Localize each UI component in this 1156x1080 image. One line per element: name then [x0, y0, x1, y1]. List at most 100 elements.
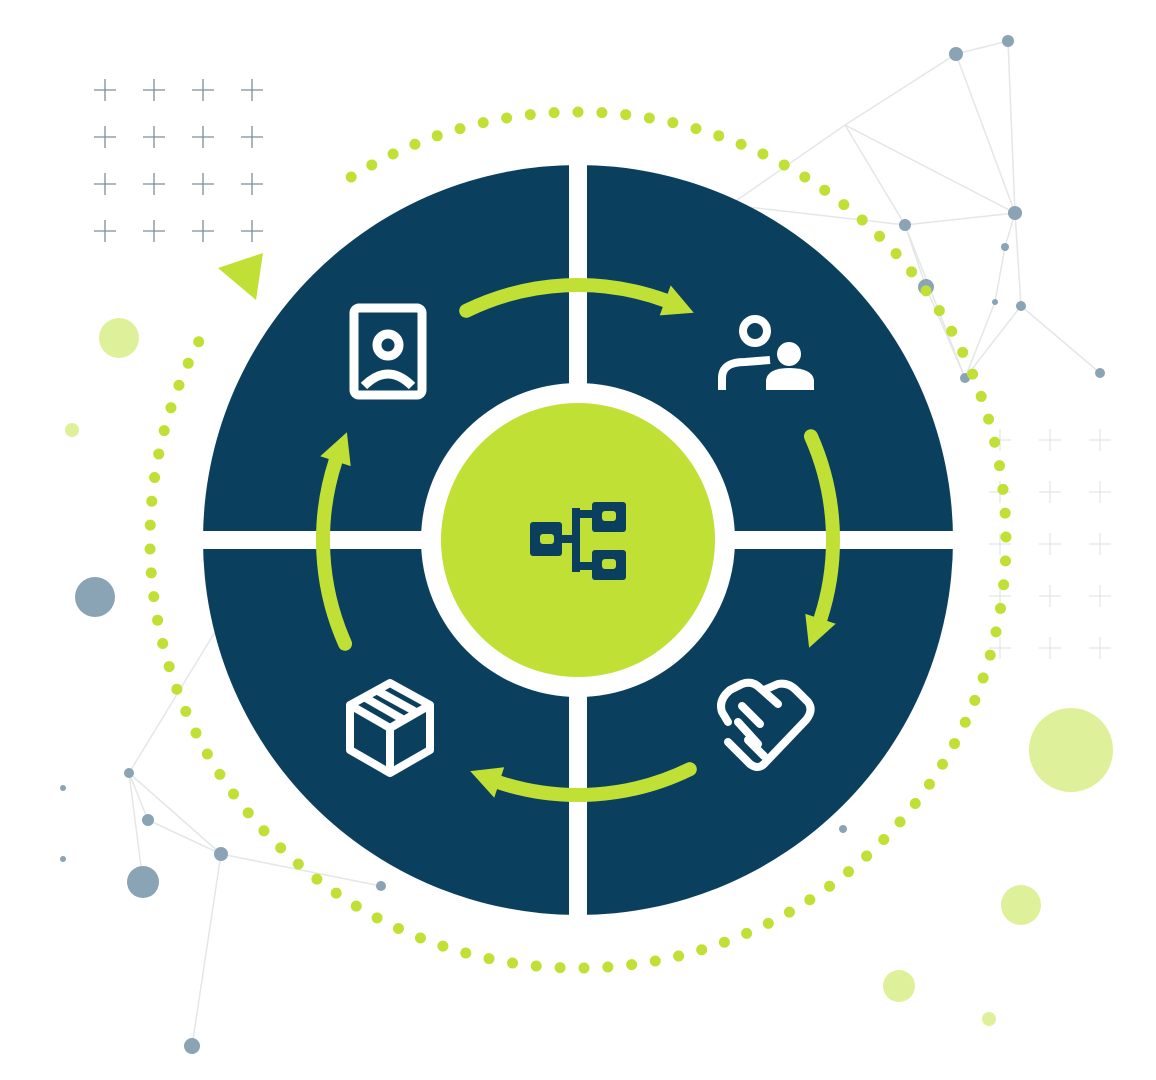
ring-dot — [994, 602, 1006, 614]
ring-dot — [345, 171, 357, 183]
ring-dot — [741, 927, 753, 939]
network-node — [184, 1038, 200, 1054]
ring-dot — [437, 940, 449, 952]
plus-grid-decoration — [94, 79, 1111, 659]
ring-dot — [371, 912, 383, 924]
plus-mark — [143, 173, 165, 195]
ring-dot — [275, 842, 287, 854]
network-edge — [1007, 40, 1016, 214]
ring-dot — [990, 626, 1002, 638]
plus-mark — [1039, 429, 1061, 451]
ring-dot — [454, 123, 466, 135]
network-edge — [191, 853, 222, 1047]
cycle-arrowhead — [470, 767, 505, 798]
ring-dot — [667, 117, 679, 129]
ring-dot — [157, 638, 169, 650]
ring-dot — [414, 932, 426, 944]
handshake-icon — [717, 678, 815, 771]
ring-dot — [144, 519, 156, 531]
hierarchy-org-chart-icon — [530, 502, 626, 580]
network-node — [1002, 35, 1014, 47]
plus-mark — [143, 126, 165, 148]
plus-mark — [192, 126, 214, 148]
ring-dot — [1000, 531, 1012, 543]
ring-dot — [998, 579, 1010, 591]
network-node — [899, 219, 911, 231]
plus-mark — [1089, 585, 1111, 607]
dotted-outer-ring — [144, 106, 1012, 974]
plus-mark — [1039, 637, 1061, 659]
ring-dot — [933, 305, 945, 317]
cycle-arrowhead — [659, 285, 694, 316]
plus-mark — [241, 126, 263, 148]
network-edge — [904, 212, 1016, 226]
network-edge — [220, 853, 382, 887]
network-edge — [844, 53, 957, 126]
cycle-arrowhead — [805, 613, 836, 648]
ring-dot — [923, 778, 935, 790]
ring-dot — [596, 107, 608, 119]
outer-ring-arrowhead — [218, 253, 263, 300]
plus-mark — [1089, 481, 1111, 503]
plus-mark — [241, 79, 263, 101]
network-node — [1095, 368, 1105, 378]
network-edge — [128, 772, 149, 821]
ring-dot — [501, 112, 513, 124]
cycle-arrow-shaft — [316, 454, 353, 651]
ring-dot — [173, 379, 185, 391]
ring-dot — [909, 798, 921, 810]
ring-dot — [989, 436, 1001, 448]
ring-dot — [524, 109, 536, 121]
ring-dot — [145, 567, 157, 579]
network-edge — [844, 124, 1016, 214]
network-edge — [1020, 305, 1101, 374]
ring-dot — [878, 833, 890, 845]
ring-dot — [762, 917, 774, 929]
package-box-icon — [346, 679, 434, 777]
cycle-arrow-shaft — [803, 429, 840, 626]
ring-dot — [696, 944, 708, 956]
ring-dot — [969, 694, 981, 706]
ring-dot — [757, 148, 769, 160]
network-node — [1001, 243, 1009, 251]
ring-dot — [152, 614, 164, 626]
network-edge — [994, 246, 1006, 303]
ring-dot — [957, 346, 969, 358]
network-edge — [904, 224, 966, 379]
network-edge — [925, 286, 966, 379]
ring-dot — [330, 887, 342, 899]
ring-dot — [977, 672, 989, 684]
ring-dot — [201, 748, 213, 760]
network-edge — [955, 53, 1016, 214]
ring-dot — [626, 959, 638, 971]
ring-dot — [214, 768, 226, 780]
cycle-arrowhead — [320, 432, 351, 467]
ring-dot — [507, 957, 519, 969]
network-edge — [147, 819, 222, 855]
ring-dot — [572, 106, 584, 118]
plus-mark — [143, 79, 165, 101]
ring-dot — [843, 866, 855, 878]
plus-mark — [1039, 585, 1061, 607]
plus-mark — [1039, 533, 1061, 555]
ring-dot — [387, 148, 399, 160]
plus-mark — [192, 220, 214, 242]
network-edge — [964, 305, 1022, 379]
plus-mark — [241, 173, 263, 195]
ring-dot — [171, 683, 183, 695]
decorative-bubble — [99, 318, 139, 358]
plus-mark — [1089, 533, 1111, 555]
ring-dot — [180, 705, 192, 717]
ring-dot — [392, 923, 404, 935]
ring-dot — [242, 807, 254, 819]
ring-dot — [959, 716, 971, 728]
plus-mark — [1089, 637, 1111, 659]
plus-mark — [143, 220, 165, 242]
ring-dot — [967, 368, 979, 380]
plus-mark — [94, 79, 116, 101]
network-edge — [128, 772, 222, 855]
network-edge — [955, 40, 1009, 55]
cycle-arrow-shaft — [492, 762, 697, 802]
decorative-bubble — [65, 423, 79, 437]
ring-dot — [999, 507, 1011, 519]
